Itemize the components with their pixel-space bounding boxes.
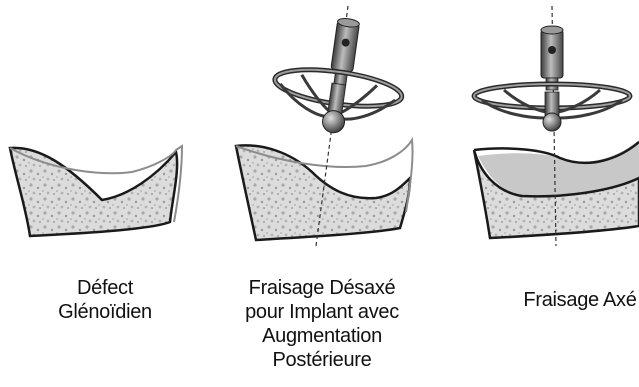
caption-eccentric-line-3: Augmentation	[222, 324, 422, 348]
glenoid-bone-eccentric	[236, 145, 410, 240]
caption-eccentric-reaming: Fraisage Désaxé pour Implant avec Augmen…	[222, 276, 422, 372]
caption-defect-line-2: Glénoïdien	[30, 300, 180, 324]
caption-axial-reaming: Fraisage Axé	[500, 288, 639, 312]
glenoid-bone	[10, 148, 177, 236]
caption-eccentric-line-1: Fraisage Désaxé	[222, 276, 422, 300]
panel-axial-reaming	[474, 6, 639, 246]
caption-axial-line-1: Fraisage Axé	[500, 288, 639, 312]
caption-eccentric-line-4: Postérieure	[222, 348, 422, 372]
axial-reamer-icon	[474, 26, 630, 131]
caption-eccentric-line-2: pour Implant avec	[222, 300, 422, 324]
panel-defect	[10, 146, 182, 236]
eccentric-reamer-icon	[269, 10, 412, 142]
panel-eccentric-reaming	[236, 6, 413, 246]
caption-defect-line-1: Défect	[30, 276, 180, 300]
caption-defect: Défect Glénoïdien	[30, 276, 180, 324]
